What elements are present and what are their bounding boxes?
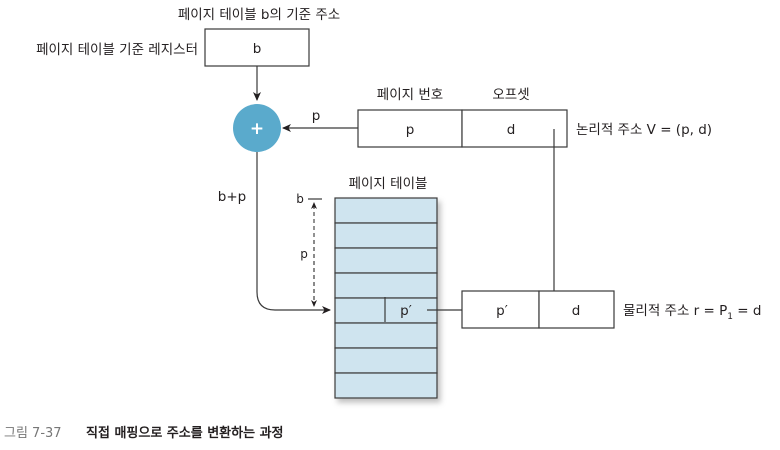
page-table-row: [334, 347, 438, 374]
figure-title: 직접 매핑으로 주소를 변환하는 과정: [86, 425, 284, 441]
logical-page-value: p: [406, 122, 415, 138]
physical-offset-value: d: [572, 303, 581, 319]
physical-frame-value: p′: [496, 303, 508, 319]
sum-label: b+p: [218, 189, 246, 205]
physical-frame-box: [461, 290, 540, 329]
page-table-row: [334, 272, 438, 299]
page-table-row: [334, 222, 438, 249]
page-table: [334, 197, 438, 399]
page-table-row: [334, 197, 438, 224]
base-address-caption: 페이지 테이블 b의 기준 주소: [178, 7, 340, 23]
physical-offset-box: [538, 290, 615, 329]
base-register-value: b: [253, 41, 262, 57]
table-offset-marker: p: [300, 247, 308, 261]
page-table-entry-row: [334, 297, 438, 324]
page-number-header: 페이지 번호: [377, 87, 443, 103]
adder-circle: [233, 104, 281, 152]
logical-offset-box: [461, 109, 568, 148]
base-register-box: [204, 28, 310, 67]
logical-offset-value: d: [507, 122, 516, 138]
arrow-p-label: p: [312, 108, 321, 124]
adder-to-table-arrow: [256, 152, 331, 314]
plus-icon: +: [250, 119, 264, 139]
table-base-marker: b: [296, 192, 304, 206]
page-table-row: [334, 372, 438, 399]
page-table-row: [334, 247, 438, 274]
page-table-row: [334, 322, 438, 349]
page-table-title: 페이지 테이블: [349, 176, 428, 192]
table-entry-value: p′: [400, 303, 412, 319]
logical-address-label: 논리적 주소 V = (p, d): [576, 122, 712, 138]
physical-address-label: 물리적 주소 r = P1 = d: [623, 303, 761, 322]
offset-header: 오프셋: [492, 87, 529, 103]
base-register-label: 페이지 테이블 기준 레지스터: [36, 42, 198, 58]
figure-number: 그림 7-37: [4, 426, 62, 441]
